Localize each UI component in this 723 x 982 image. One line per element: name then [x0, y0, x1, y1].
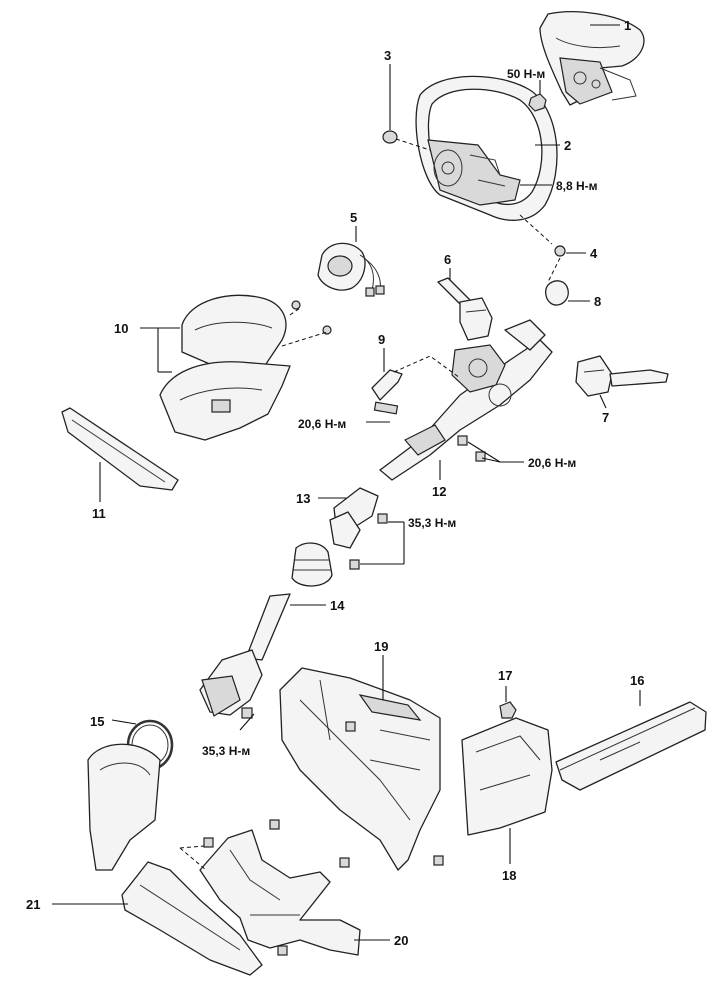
part-10-column-covers [159, 294, 332, 441]
torque-50nm: 50 Н-м [507, 67, 545, 81]
part-8-cap [545, 280, 569, 306]
callout-9: 9 [378, 332, 385, 347]
callout-18: 18 [502, 868, 516, 883]
callout-5: 5 [350, 210, 357, 225]
callout-8: 8 [594, 294, 601, 309]
callout-6: 6 [444, 252, 451, 267]
bolts-20-6nm [457, 435, 486, 462]
part-21-lower-duct [87, 743, 263, 976]
torque-20-6nm-left: 20,6 Н-м [298, 417, 346, 431]
torque-labels: 50 Н-м 8,8 Н-м 20,6 Н-м 20,6 Н-м 35,3 Н-… [202, 67, 598, 758]
part-14-intermediate-shaft [199, 542, 333, 719]
part-5-clock-spring [317, 242, 385, 297]
part-18-side-panel [461, 717, 553, 836]
part-11-trim-strip [61, 407, 179, 491]
torque-8-8nm: 8,8 Н-м [556, 179, 598, 193]
part-12-steering-column [373, 319, 553, 481]
callout-labels: 1 2 3 4 5 6 7 8 9 10 11 12 13 14 15 16 1… [26, 18, 644, 948]
cap-4 [554, 245, 566, 257]
torque-35-3nm-lower: 35,3 Н-м [202, 744, 250, 758]
callout-15: 15 [90, 714, 104, 729]
part-2-steering-wheel [415, 75, 558, 221]
callout-12: 12 [432, 484, 446, 499]
part-16-heater-duct [555, 701, 707, 791]
torque-20-6nm-right: 20,6 Н-м [528, 456, 576, 470]
callout-2: 2 [564, 138, 571, 153]
callout-1: 1 [624, 18, 631, 33]
part-7-wiper-switch [575, 355, 669, 397]
part-9-key-cylinder [371, 369, 403, 401]
callout-13: 13 [296, 491, 310, 506]
callout-14: 14 [330, 598, 345, 613]
callout-3: 3 [384, 48, 391, 63]
part-19-knee-bolster-bracket [279, 667, 444, 871]
leader-lines [52, 24, 641, 941]
assembly-dashed-lines [179, 138, 561, 871]
part-17-clip [499, 701, 517, 719]
callout-19: 19 [374, 639, 388, 654]
callout-16: 16 [630, 673, 644, 688]
callout-21: 21 [26, 897, 40, 912]
callout-4: 4 [590, 246, 598, 261]
part-20-lower-bracket [199, 819, 361, 956]
callout-11: 11 [92, 506, 106, 521]
callout-20: 20 [394, 933, 408, 948]
nut-3 [382, 130, 398, 144]
part-1-airbag-module [539, 11, 645, 106]
callout-17: 17 [498, 668, 512, 683]
callout-10: 10 [114, 321, 128, 336]
callout-7: 7 [602, 410, 609, 425]
torque-35-3nm-upper: 35,3 Н-м [408, 516, 456, 530]
part-13-universal-joint [329, 487, 388, 570]
part-6-combination-switch [437, 277, 493, 341]
